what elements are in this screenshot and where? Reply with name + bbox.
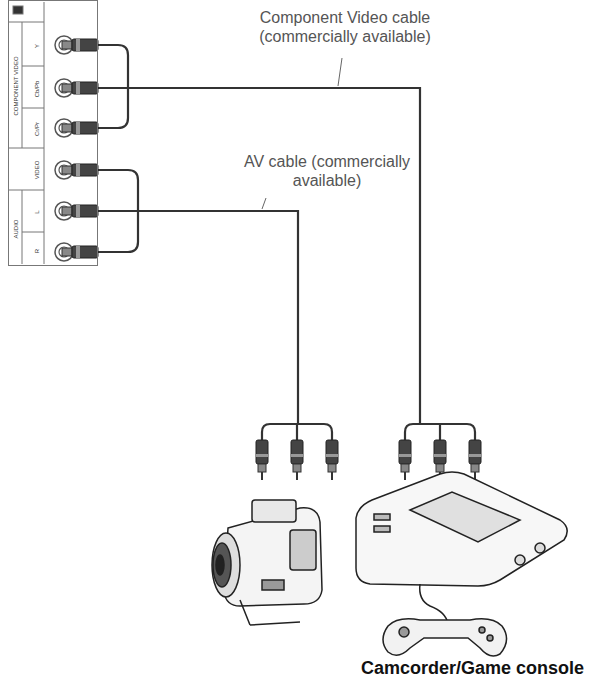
group-label: AUDIO (13, 219, 19, 238)
jack-label: L (34, 210, 40, 213)
device-caption: Camcorder/Game console (361, 658, 584, 680)
cable-label: Component Video cable (commercially avai… (240, 8, 450, 46)
jack-panel: COMPONENT VIDEO Y Cb/PbCr/PrVIDEO AUDIO L R (8, 0, 98, 266)
jack-label: Cb/Pb (34, 81, 40, 98)
panel-divider (8, 2, 44, 264)
camcorder (212, 500, 322, 625)
jack-label: R (34, 249, 40, 253)
jack-label: VIDEO (34, 161, 40, 180)
cable-label: AV cable (commercially available) (232, 152, 422, 190)
jack-label: Cr/Pr (34, 122, 40, 136)
jack-label: Y (34, 44, 40, 48)
cable (98, 45, 475, 440)
group-label: COMPONENT VIDEO (13, 56, 19, 115)
game-console (356, 472, 567, 656)
